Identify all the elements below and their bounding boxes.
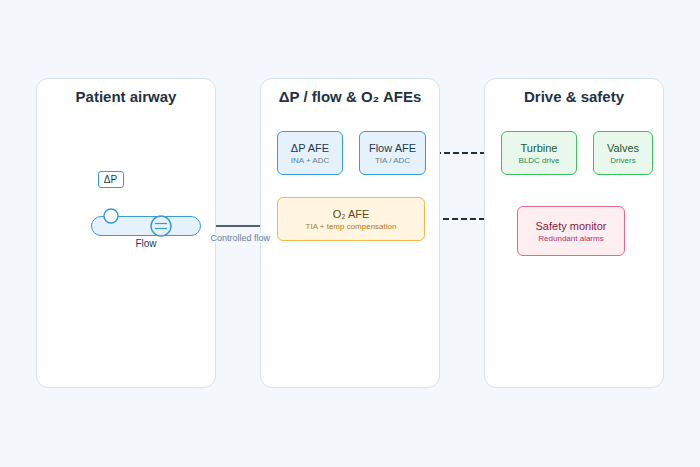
box-subtitle: BLDC drive	[519, 155, 560, 166]
flow-meter-mark	[155, 222, 167, 223]
flow-meter	[151, 216, 171, 236]
box-title: Valves	[607, 141, 639, 155]
box-subtitle: Drivers	[610, 155, 635, 166]
box-subtitle: INA + ADC	[291, 155, 329, 166]
sensor-label: Flow	[135, 238, 156, 249]
box-title: Turbine	[521, 141, 558, 155]
panel-title: ΔP / flow & O₂ AFEs	[261, 79, 439, 105]
pressure-tap	[104, 209, 118, 223]
flow-meter-mark	[155, 227, 167, 228]
process-box: Safety monitorRedundant alarms	[517, 206, 625, 256]
box-subtitle: TIA / ADC	[375, 155, 410, 166]
process-box: O₂ AFETIA + temp compensation	[277, 197, 425, 241]
sensor-tag: ΔP	[98, 171, 124, 188]
process-box: ΔP AFEINA + ADC	[277, 131, 343, 175]
box-title: O₂ AFE	[333, 207, 370, 221]
box-title: ΔP AFE	[291, 141, 329, 155]
box-title: Safety monitor	[536, 219, 607, 233]
tube-symbols	[91, 216, 201, 236]
sensor-tag-label: ΔP	[104, 174, 117, 185]
process-box: ValvesDrivers	[593, 131, 653, 175]
panel: Drive & safetyTurbineBLDC drive ValvesDri…	[484, 78, 664, 388]
box-subtitle: TIA + temp compensation	[306, 221, 397, 232]
panel-title: Patient airway	[37, 79, 215, 105]
edge-label: Controlled flow	[208, 233, 272, 243]
flow-tube: Flow	[91, 216, 201, 236]
process-box: TurbineBLDC drive	[501, 131, 577, 175]
box-subtitle: Redundant alarms	[538, 233, 603, 244]
panel: ΔP / flow & O₂ AFEs ΔP AFEINA + ADC Flow A…	[260, 78, 440, 388]
panel-title: Drive & safety	[485, 79, 663, 105]
box-title: Flow AFE	[369, 141, 416, 155]
panel: Patient airwayΔP Flow	[36, 78, 216, 388]
process-box: Flow AFETIA / ADC	[359, 131, 426, 175]
